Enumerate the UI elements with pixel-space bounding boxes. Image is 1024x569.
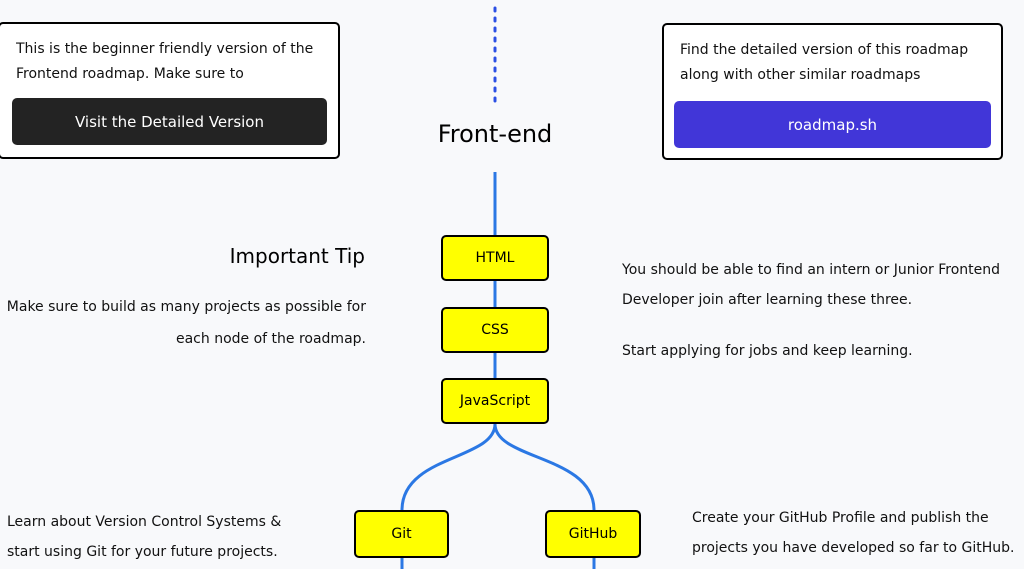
node-javascript[interactable]: JavaScript [441, 378, 549, 424]
github-note-text: Create your GitHub Profile and publish t… [692, 510, 1015, 556]
github-branch-connector [493, 423, 596, 569]
detailed-version-text: Find the detailed version of this roadma… [680, 42, 969, 83]
visit-detailed-version-button[interactable]: Visit the Detailed Version [12, 98, 327, 145]
important-tip-text: Make sure to build as many projects as p… [6, 299, 366, 347]
jobs-note-text: You should be able to find an intern or … [622, 262, 1001, 308]
important-tip-title: Important Tip [229, 244, 365, 268]
node-css[interactable]: CSS [441, 307, 549, 353]
beginner-version-text: This is the beginner friendly version of… [16, 41, 314, 82]
detailed-version-card: Find the detailed version of this roadma… [662, 23, 1003, 160]
node-html[interactable]: HTML [441, 235, 549, 281]
git-note-text: Learn about Version Control Systems & st… [7, 514, 282, 560]
keep-learning-note-text: Start applying for jobs and keep learnin… [622, 343, 913, 359]
node-git[interactable]: Git [354, 510, 449, 558]
roadmap-title: Front-end [437, 120, 553, 148]
beginner-version-card: This is the beginner friendly version of… [0, 22, 340, 159]
git-branch-connector [400, 423, 497, 569]
roadmap-sh-button[interactable]: roadmap.sh [674, 101, 991, 148]
node-github[interactable]: GitHub [545, 510, 641, 558]
